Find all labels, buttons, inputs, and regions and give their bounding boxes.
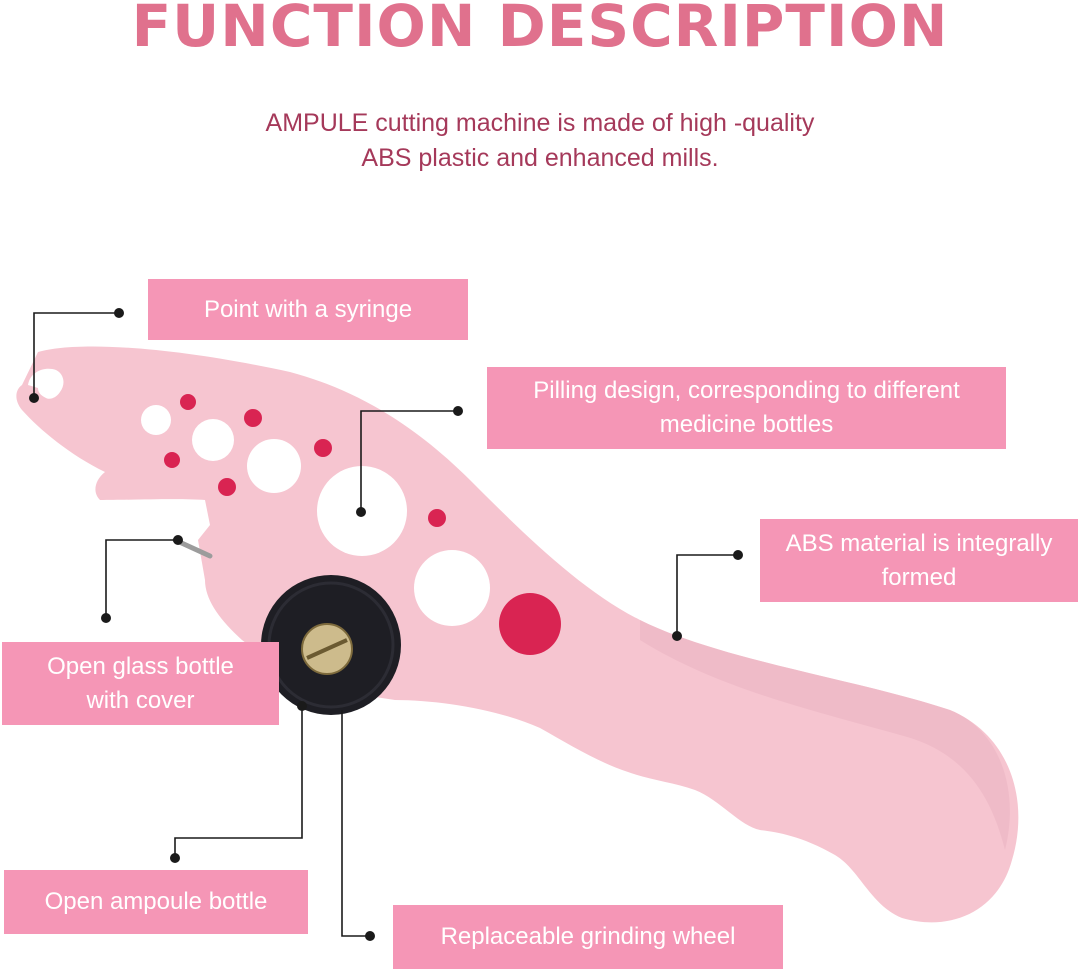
bottle-hole xyxy=(141,405,171,435)
callout-syringe: Point with a syringe xyxy=(148,279,468,340)
callout-glass-line-2: with cover xyxy=(86,686,195,714)
red-dot xyxy=(314,439,332,457)
leader-dot xyxy=(297,701,307,711)
subtitle-line-1: AMPULE cutting machine is made of high -… xyxy=(265,109,815,137)
leader-dot xyxy=(672,631,682,641)
callout-pilling-line-1: Pilling design, corresponding to differe… xyxy=(533,377,960,404)
callout-pilling: Pilling design, corresponding to differe… xyxy=(487,367,1006,449)
leader-dot xyxy=(170,853,180,863)
leader-ampoule xyxy=(174,706,303,858)
page-subtitle: AMPULE cutting machine is made of high -… xyxy=(0,106,1080,176)
callout-glass: Open glass bottle with cover xyxy=(2,642,279,725)
leader-dot xyxy=(356,507,366,517)
callout-wheel: Replaceable grinding wheel xyxy=(393,905,783,969)
leader-dot xyxy=(733,550,743,560)
bottle-hole xyxy=(192,419,234,461)
callout-wheel-text: Replaceable grinding wheel xyxy=(440,923,736,950)
page-title: FUNCTION DESCRIPTION xyxy=(131,0,949,60)
callout-ampoule: Open ampoule bottle xyxy=(4,870,308,934)
bottle-hole xyxy=(414,550,490,626)
bottle-hole xyxy=(247,439,301,493)
red-dot-large xyxy=(499,593,561,655)
callout-abs-line-1: ABS material is integrally xyxy=(785,529,1053,557)
red-dot xyxy=(180,394,196,410)
red-dot xyxy=(164,452,180,468)
tool-shade xyxy=(640,620,1010,850)
callout-pilling-line-2: medicine bottles xyxy=(659,411,834,438)
callout-glass-line-1: Open glass bottle xyxy=(47,652,234,680)
callout-abs-line-2: formed xyxy=(881,563,957,591)
leader-pilling xyxy=(360,410,458,512)
red-dot xyxy=(218,478,236,496)
leader-wheel xyxy=(341,710,370,937)
leader-dot xyxy=(101,613,111,623)
leader-dot xyxy=(453,406,463,416)
leader-abs xyxy=(676,554,738,636)
callout-syringe-text: Point with a syringe xyxy=(203,295,413,323)
leader-dot xyxy=(173,535,183,545)
leader-dot xyxy=(365,931,375,941)
callout-abs: ABS material is integrally formed xyxy=(760,519,1078,602)
red-dot xyxy=(244,409,262,427)
hook-notch xyxy=(28,368,64,399)
red-dot xyxy=(428,509,446,527)
leader-dot xyxy=(29,393,39,403)
subtitle-line-2: ABS plastic and enhanced mills. xyxy=(361,144,719,172)
grinding-wheel xyxy=(261,575,401,715)
leader-dot xyxy=(114,308,124,318)
leader-glass xyxy=(105,539,178,618)
leader-syringe xyxy=(33,312,119,398)
callout-ampoule-text: Open ampoule bottle xyxy=(44,888,268,915)
